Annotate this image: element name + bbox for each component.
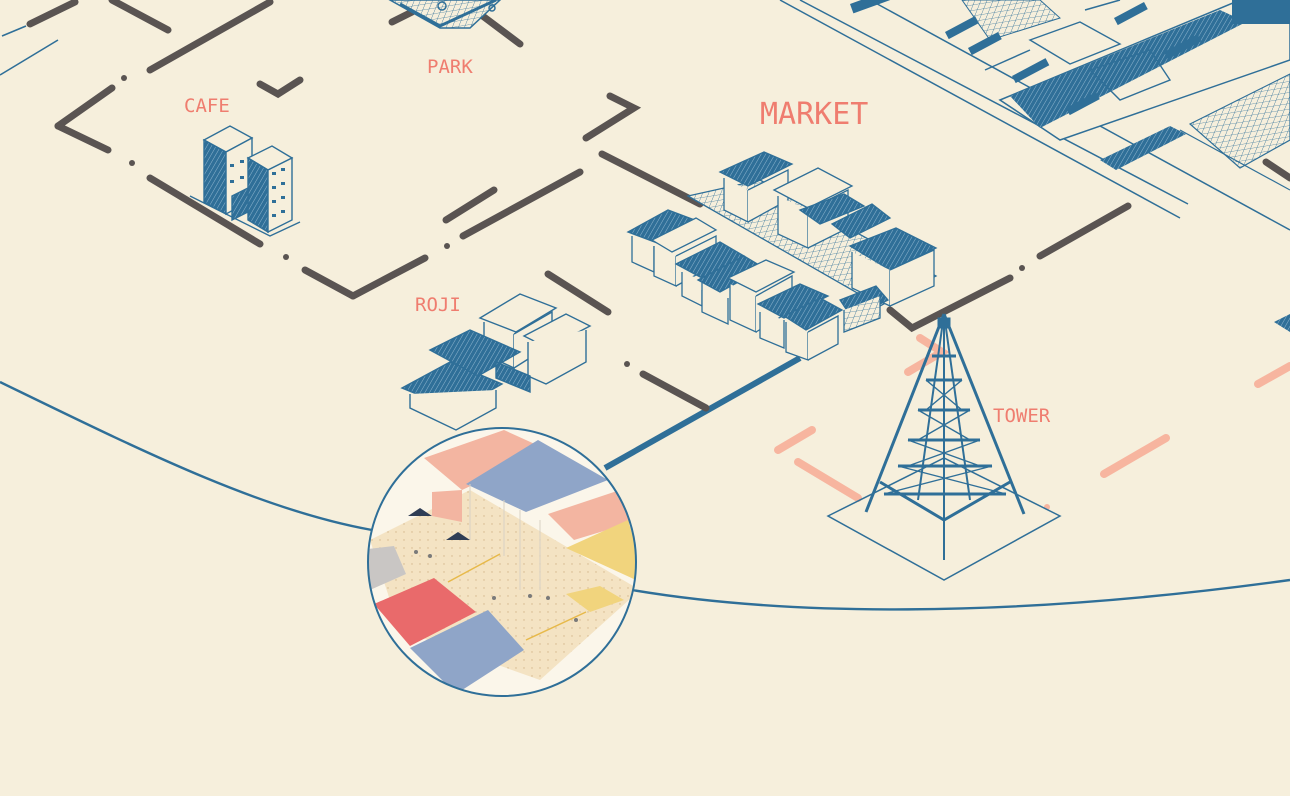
zoom-connector — [603, 355, 802, 471]
blue-route-arc — [0, 380, 1290, 611]
dark-route-lines — [26, 0, 1290, 412]
label-tower: TOWER — [993, 405, 1051, 427]
peach-route-lines — [774, 334, 1290, 510]
park-building — [388, 0, 502, 29]
label-cafe: CAFE — [184, 95, 230, 117]
cafe-buildings — [189, 125, 301, 237]
label-market: MARKET — [760, 97, 868, 132]
label-roji: ROJI — [415, 294, 461, 316]
zoom-circle — [367, 427, 637, 697]
tower — [826, 313, 1062, 581]
market-buildings — [626, 151, 938, 361]
roji-houses — [400, 293, 592, 431]
right-edge-fragment — [1274, 314, 1290, 332]
label-park: PARK — [427, 56, 473, 78]
blue-small-left-top — [1, 25, 27, 37]
station-complex — [779, 0, 1290, 231]
blue-route-arc-top-left — [0, 39, 59, 76]
